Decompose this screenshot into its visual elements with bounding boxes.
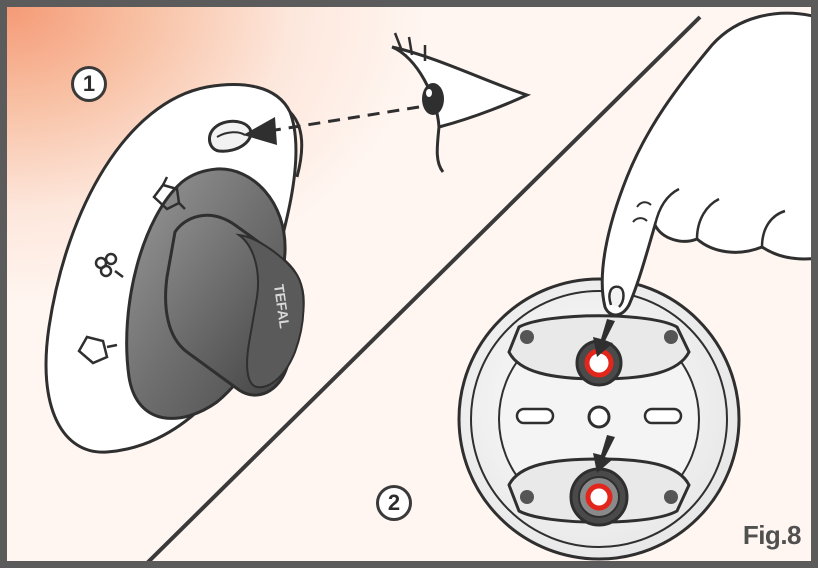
instruction-illustration: TEFAL [7,7,818,568]
eye-icon [392,33,527,172]
step-2-badge: 2 [376,485,412,521]
bottom-release-button [571,469,627,525]
center-hole [589,407,609,427]
figure-label: Fig.8 [743,520,801,551]
finger-icon [602,13,818,315]
lid-assembly [459,279,739,559]
step-1-badge: 1 [71,66,107,102]
